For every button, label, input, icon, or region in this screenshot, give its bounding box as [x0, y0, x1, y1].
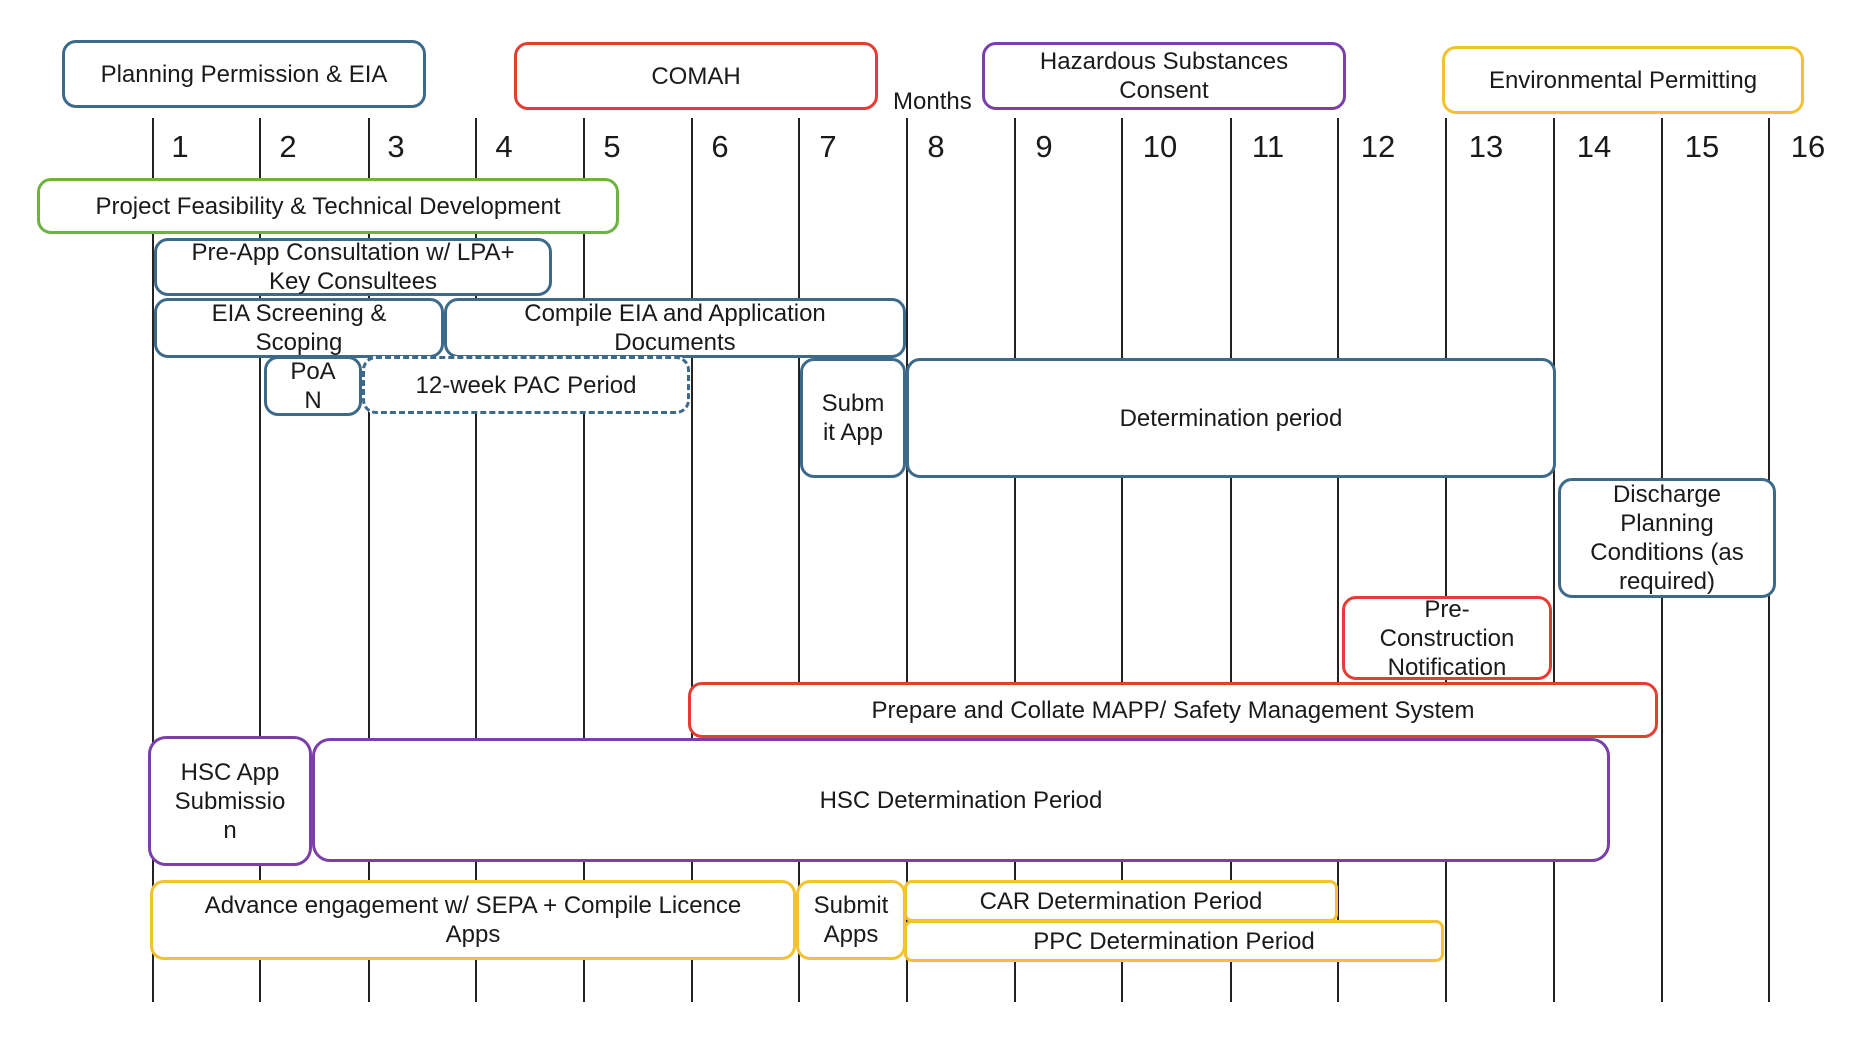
month-label: 12 [1360, 129, 1396, 164]
month-gridline [906, 118, 908, 1002]
task-label: HSC Determination Period [819, 786, 1103, 814]
legend-planning-label: Planning Permission & EIA [100, 60, 388, 88]
month-gridline [475, 118, 477, 1002]
task-ppc-determination-period: PPC Determination Period [904, 920, 1444, 962]
legend-environmental-permitting: Environmental Permitting [1442, 46, 1804, 114]
legend-hazardous-label: Hazardous Substances Consent [1039, 48, 1289, 104]
month-label: 14 [1576, 129, 1612, 164]
task-car-determination-period: CAR Determination Period [904, 880, 1338, 922]
month-label: 8 [927, 129, 945, 164]
task-hsc-determination-period: HSC Determination Period [312, 738, 1610, 862]
month-gridline [798, 118, 800, 1002]
task-label: HSC App Submissio n [174, 758, 286, 844]
month-label: 16 [1790, 129, 1826, 164]
task-label: Pre-App Consultation w/ LPA+ Key Consult… [191, 239, 515, 295]
month-gridline [152, 118, 154, 1002]
task-submit-apps: Submit Apps [796, 880, 906, 960]
legend-planning-permission: Planning Permission & EIA [62, 40, 426, 108]
month-gridline [1553, 118, 1555, 1002]
task-label: Determination period [1119, 404, 1343, 432]
task-mapp-safety-management: Prepare and Collate MAPP/ Safety Managem… [688, 682, 1658, 738]
month-gridline [691, 118, 693, 1002]
month-label: 6 [711, 129, 729, 164]
legend-comah-label: COMAH [651, 62, 741, 90]
month-gridline [583, 118, 585, 1002]
task-label: PoA N [290, 358, 336, 414]
task-label: Subm it App [821, 390, 885, 446]
task-label: Prepare and Collate MAPP/ Safety Managem… [871, 696, 1475, 724]
legend-comah: COMAH [514, 42, 878, 110]
month-label: 4 [495, 129, 513, 164]
month-label: 1 [171, 129, 189, 164]
task-discharge-planning-conditions: Discharge Planning Conditions (as requir… [1558, 478, 1776, 598]
month-label: 9 [1035, 129, 1053, 164]
task-submit-app: Subm it App [800, 358, 906, 478]
month-gridline [1014, 118, 1016, 1002]
task-poan: PoA N [264, 356, 362, 416]
task-label: Advance engagement w/ SEPA + Compile Lic… [204, 892, 742, 948]
task-label: PPC Determination Period [1033, 927, 1315, 955]
month-gridline [1230, 118, 1232, 1002]
month-label: 13 [1468, 129, 1504, 164]
task-label: 12-week PAC Period [415, 371, 637, 399]
month-gridline [1445, 118, 1447, 1002]
task-hsc-app-submission: HSC App Submissio n [148, 736, 312, 866]
task-pre-app-consultation: Pre-App Consultation w/ LPA+ Key Consult… [154, 238, 552, 296]
task-label: EIA Screening & Scoping [211, 300, 387, 356]
task-label: Project Feasibility & Technical Developm… [95, 192, 561, 220]
task-determination-period: Determination period [906, 358, 1556, 478]
task-advance-engagement-sepa: Advance engagement w/ SEPA + Compile Lic… [150, 880, 796, 960]
task-eia-screening-scoping: EIA Screening & Scoping [154, 298, 444, 358]
month-label: 2 [279, 129, 297, 164]
month-label: 15 [1684, 129, 1720, 164]
task-pre-construction-notification: Pre- Construction Notification [1342, 595, 1552, 681]
month-label: 11 [1251, 129, 1285, 164]
month-label: 5 [603, 129, 621, 164]
month-gridline [1337, 118, 1339, 1002]
month-label: 7 [819, 129, 837, 164]
task-label: CAR Determination Period [979, 887, 1263, 915]
task-project-feasibility: Project Feasibility & Technical Developm… [37, 178, 619, 234]
month-gridline [259, 118, 261, 1002]
months-axis-label: Months [893, 88, 972, 115]
legend-environmental-label: Environmental Permitting [1488, 66, 1758, 94]
task-label: Pre- Construction Notification [1379, 595, 1515, 681]
month-gridline [368, 118, 370, 1002]
legend-hazardous-substances: Hazardous Substances Consent [982, 42, 1346, 110]
task-compile-eia-documents: Compile EIA and Application Documents [444, 298, 906, 358]
task-label: Submit Apps [813, 892, 889, 948]
task-label: Discharge Planning Conditions (as requir… [1590, 481, 1744, 595]
task-pac-period: 12-week PAC Period [362, 356, 690, 414]
month-label: 3 [387, 129, 405, 164]
task-label: Compile EIA and Application Documents [524, 300, 826, 356]
month-gridline [1121, 118, 1123, 1002]
month-label: 10 [1142, 129, 1178, 164]
